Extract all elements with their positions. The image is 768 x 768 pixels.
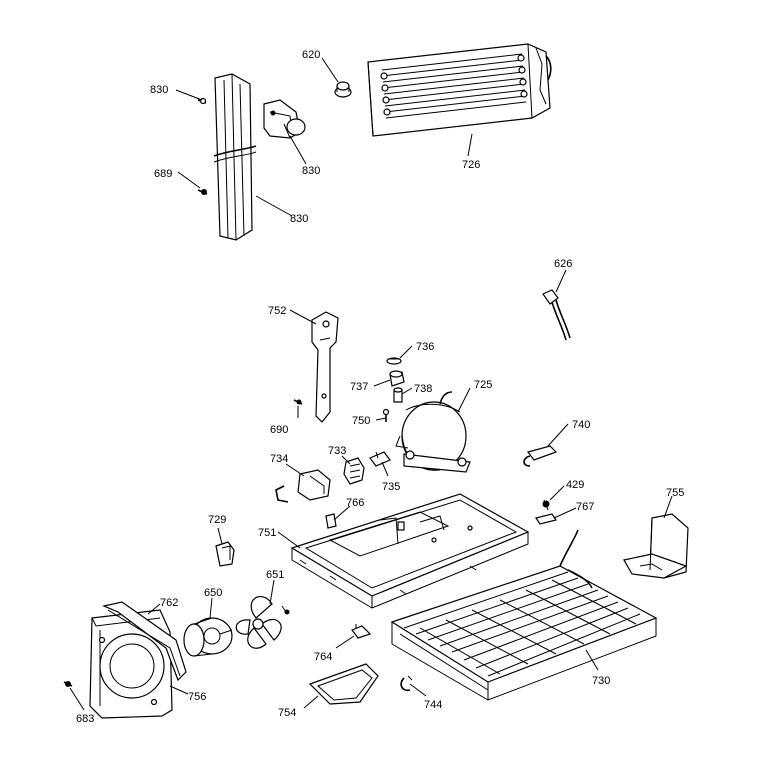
callout-734: 734 [270,453,288,465]
callout-736: 736 [416,341,434,353]
part-766-clip [325,513,337,529]
callout-738: 738 [414,383,432,395]
callout-744: 744 [424,699,442,711]
callout-733: 733 [328,445,346,457]
callout-650: 650 [204,587,222,599]
leader-lines [69,57,673,711]
part-736-clip [386,357,402,365]
callout-762: 762 [160,597,178,609]
part-830-screw [197,97,207,105]
part-730-coil [390,529,658,701]
part-744-clip [400,675,413,692]
callout-830: 830 [290,213,308,225]
callout-620: 620 [302,49,320,61]
part-725-compressor [395,391,471,473]
callout-726: 726 [462,159,480,171]
part-729-cover [215,541,235,567]
part-733-relay [343,457,365,485]
part-734-cover [275,469,331,503]
callout-730: 730 [592,675,610,687]
part-740-harness [523,445,558,467]
callout-754: 754 [278,707,296,719]
part-735-clip [369,451,391,467]
callout-429: 429 [566,479,584,491]
callout-683: 683 [76,713,94,725]
callout-651: 651 [266,569,284,581]
part-830-channel [213,73,257,241]
part-626-sensor [542,289,571,341]
callout-756: 756 [188,691,206,703]
part-752-bracket [311,311,339,423]
part-762-gasket [102,601,187,682]
callout-689: 689 [154,168,172,180]
part-690-screw [293,399,303,405]
callout-735: 735 [382,481,400,493]
callout-labels: 830 689 830 830 620 726 626 752 736 737 … [76,49,684,725]
part-726-condenser [367,43,552,137]
part-683-screw [63,681,73,687]
callout-755: 755 [666,487,684,499]
callout-751: 751 [258,527,276,539]
callout-740: 740 [572,419,590,431]
part-754-drain-pan [308,663,379,705]
part-755-bracket [623,513,689,579]
part-650-fan-motor [183,617,233,657]
part-689-screw [197,189,208,195]
callout-725: 725 [474,379,492,391]
part-764-clip [351,624,372,639]
callout-752: 752 [268,305,286,317]
part-429-screw [542,499,550,511]
callout-729: 729 [208,514,226,526]
callout-766: 766 [346,497,364,509]
part-737-relay [389,370,405,387]
callout-737: 737 [350,381,368,393]
callout-767: 767 [576,501,594,513]
callout-750: 750 [352,415,370,427]
callout-690: 690 [270,424,288,436]
part-767-clamp [535,513,557,525]
callout-830: 830 [150,84,168,96]
part-750-grommet [382,408,390,422]
callout-626: 626 [554,258,572,270]
part-756-fan-shroud [89,609,173,719]
callout-830: 830 [302,165,320,177]
part-620-grommet [334,81,352,98]
callout-764: 764 [314,651,332,663]
part-751-base-pan [290,493,530,609]
part-830-bracket [263,99,306,139]
part-651-fan-blade [235,595,290,649]
part-738-overload [393,387,403,403]
